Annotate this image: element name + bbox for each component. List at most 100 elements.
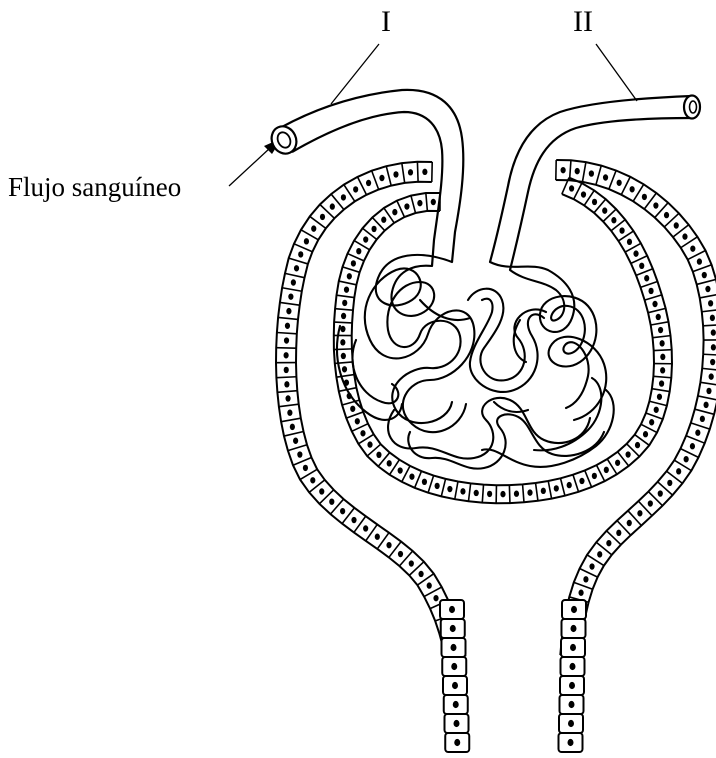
vessel-1-label: I: [381, 5, 391, 38]
cell-nucleus: [569, 185, 574, 191]
cell-nucleus: [340, 339, 345, 345]
cell-nucleus: [627, 520, 632, 526]
cell-divider: [648, 308, 665, 312]
cell-nucleus: [690, 245, 695, 251]
cell-nucleus: [514, 491, 519, 497]
cell-divider: [652, 389, 670, 392]
cell-nucleus: [616, 530, 621, 536]
cell-nucleus: [702, 272, 707, 278]
cell-nucleus: [570, 663, 576, 670]
cell-nucleus: [642, 194, 647, 200]
cell-nucleus: [711, 344, 716, 350]
cell-divider: [336, 375, 354, 378]
cell-divider: [284, 432, 303, 437]
cell-nucleus: [342, 366, 347, 372]
cell-nucleus: [711, 329, 716, 335]
cell-nucleus: [606, 540, 611, 546]
cell-divider: [653, 376, 671, 377]
cell-nucleus: [449, 606, 455, 613]
cell-divider: [288, 445, 307, 451]
cell-nucleus: [422, 169, 427, 175]
cell-nucleus: [393, 171, 398, 177]
cell-nucleus: [589, 563, 594, 569]
cell-divider: [301, 230, 318, 240]
cell-nucleus: [417, 200, 422, 206]
cell-divider: [276, 377, 296, 378]
cell-divider: [636, 269, 653, 276]
cell-divider: [386, 166, 391, 185]
cell-nucleus: [697, 258, 702, 264]
cell-divider: [621, 177, 630, 195]
cell-nucleus: [356, 248, 361, 254]
cell-nucleus: [710, 359, 715, 365]
cell-divider: [688, 251, 706, 260]
cell-divider: [596, 166, 601, 185]
cell-nucleus: [284, 367, 289, 373]
cell-nucleus: [433, 595, 438, 601]
cell-nucleus: [602, 207, 607, 213]
cell-divider: [585, 470, 592, 487]
cell-divider: [596, 465, 604, 481]
cell-nucleus: [404, 203, 409, 209]
cell-nucleus: [695, 430, 700, 436]
cell-nucleus: [422, 479, 427, 485]
cell-divider: [573, 475, 579, 492]
cell-divider: [285, 273, 305, 277]
cell-nucleus: [376, 452, 381, 458]
cell-nucleus: [291, 279, 296, 285]
cell-nucleus: [474, 490, 479, 496]
cell-nucleus: [569, 682, 575, 689]
cell-divider: [641, 424, 657, 432]
cell-divider: [651, 322, 669, 325]
cell-nucleus: [363, 525, 368, 531]
cell-nucleus: [682, 233, 687, 239]
cell-nucleus: [644, 275, 649, 281]
cell-nucleus: [658, 327, 663, 333]
cell-divider: [411, 196, 416, 213]
cell-nucleus: [371, 226, 376, 232]
cell-nucleus: [633, 250, 638, 256]
cell-divider: [582, 162, 585, 182]
cell-nucleus: [431, 199, 436, 205]
cell-nucleus: [319, 488, 324, 494]
cell-nucleus: [353, 186, 358, 192]
cell-nucleus: [311, 225, 316, 231]
cell-divider: [402, 163, 405, 183]
cell-nucleus: [375, 534, 380, 540]
cell-nucleus: [285, 323, 290, 329]
cell-nucleus: [304, 238, 309, 244]
cell-nucleus: [392, 209, 397, 215]
cell-divider: [346, 412, 363, 418]
cell-nucleus: [452, 682, 458, 689]
cell-nucleus: [320, 214, 325, 220]
cell-nucleus: [592, 199, 597, 205]
cell-divider: [426, 193, 428, 211]
cell-nucleus: [653, 202, 658, 208]
cell-nucleus: [703, 402, 708, 408]
cell-divider: [686, 436, 705, 443]
cell-nucleus: [351, 260, 356, 266]
cell-nucleus: [630, 186, 635, 192]
cell-divider: [680, 449, 698, 458]
cell-nucleus: [381, 217, 386, 223]
cell-nucleus: [615, 460, 620, 466]
cell-nucleus: [676, 468, 681, 474]
cell-nucleus: [285, 395, 290, 401]
cell-nucleus: [341, 353, 346, 359]
cell-nucleus: [435, 483, 440, 489]
cell-nucleus: [287, 410, 292, 416]
cell-divider: [697, 279, 716, 284]
cell-nucleus: [387, 460, 392, 466]
cell-nucleus: [310, 477, 315, 483]
cell-nucleus: [561, 167, 566, 173]
cell-divider: [468, 483, 470, 501]
cell-divider: [702, 368, 716, 370]
cell-divider: [536, 483, 538, 501]
cell-divider: [342, 267, 359, 272]
cell-divider: [654, 350, 672, 351]
cell-nucleus: [351, 517, 356, 523]
cell-nucleus: [649, 419, 654, 425]
glomerular-capillary-tuft: [337, 255, 614, 469]
cell-divider: [695, 409, 714, 414]
cell-nucleus: [664, 212, 669, 218]
